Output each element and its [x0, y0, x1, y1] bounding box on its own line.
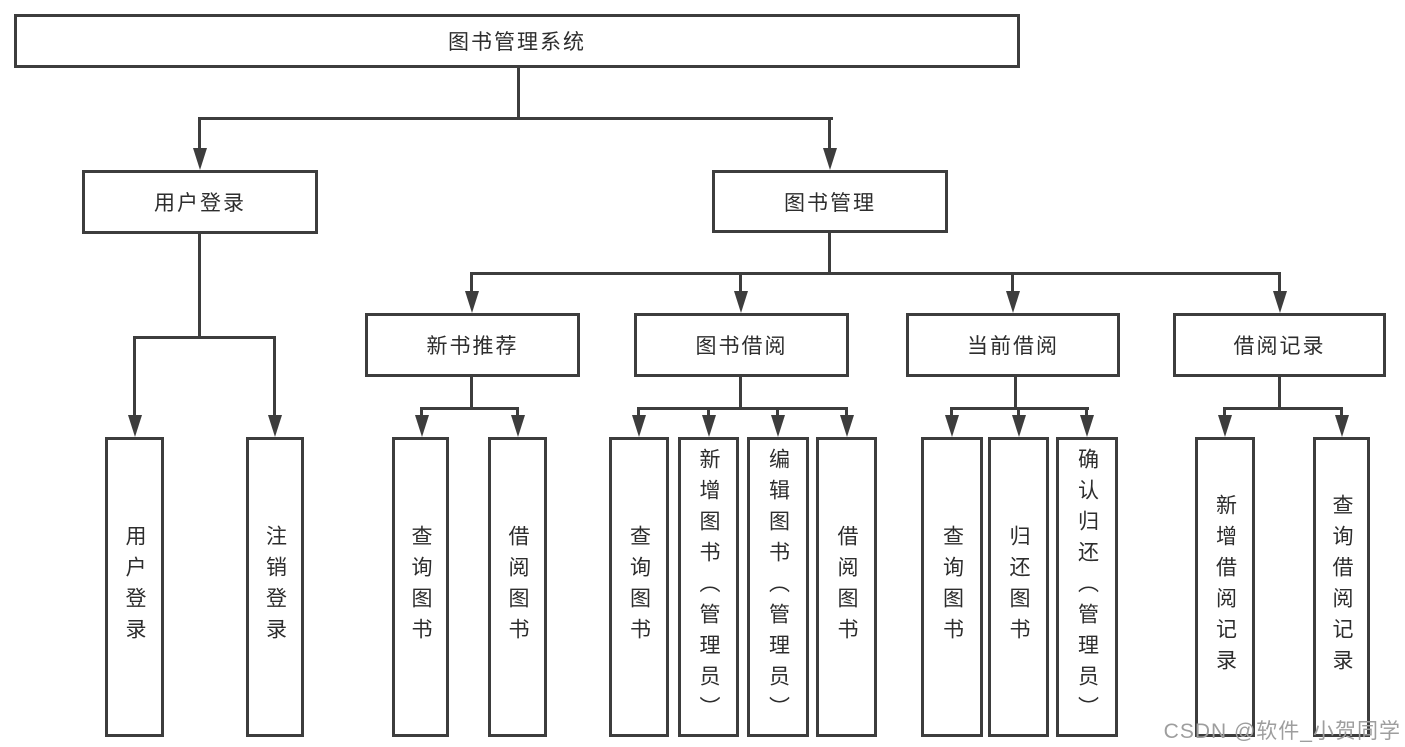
flow-arrow — [267, 336, 282, 437]
connector-line — [739, 377, 742, 410]
leaf-query-borrow-record: 查询借阅记录 — [1313, 437, 1370, 737]
node-book-borrowing: 图书借阅 — [634, 313, 849, 377]
connector-line — [828, 233, 831, 275]
connector-line — [1224, 407, 1343, 410]
flow-arrow — [839, 407, 854, 437]
leaf-add-books-admin: 新增图书（管理员） — [678, 437, 739, 737]
flow-arrow — [770, 407, 785, 437]
node-new-book-recommendation: 新书推荐 — [365, 313, 580, 377]
node-book-management: 图书管理 — [712, 170, 948, 233]
flow-arrow — [1011, 407, 1026, 437]
flow-arrow — [1334, 407, 1349, 437]
flow-arrow — [414, 407, 429, 437]
flow-arrow — [192, 117, 207, 170]
flow-arrow — [944, 407, 959, 437]
flow-arrow — [127, 336, 142, 437]
flow-arrow — [733, 272, 748, 313]
leaf-query-books-recommend: 查询图书 — [392, 437, 449, 737]
connector-line — [637, 407, 848, 410]
leaf-confirm-return-admin: 确认归还（管理员） — [1056, 437, 1118, 737]
node-borrowing-records: 借阅记录 — [1173, 313, 1386, 377]
flow-arrow — [510, 407, 525, 437]
leaf-return-books: 归还图书 — [988, 437, 1049, 737]
flow-arrow — [1005, 272, 1020, 313]
flow-arrow — [701, 407, 716, 437]
leaf-add-borrow-record: 新增借阅记录 — [1195, 437, 1255, 737]
leaf-edit-books-admin: 编辑图书（管理员） — [747, 437, 809, 737]
connector-line — [198, 234, 201, 339]
leaf-user-login: 用户登录 — [105, 437, 164, 737]
flow-arrow — [464, 272, 479, 313]
leaf-borrow-books: 借阅图书 — [816, 437, 877, 737]
flow-arrow — [1079, 407, 1094, 437]
connector-line — [420, 407, 519, 410]
connector-line — [133, 336, 276, 339]
node-user-login: 用户登录 — [82, 170, 318, 234]
connector-line — [517, 68, 520, 117]
node-library-system: 图书管理系统 — [14, 14, 1020, 68]
leaf-query-books-current: 查询图书 — [921, 437, 983, 737]
connector-line — [470, 377, 473, 410]
connector-line — [198, 117, 833, 120]
leaf-query-books-borrow: 查询图书 — [609, 437, 669, 737]
watermark: CSDN @软件_小贺同学 — [1163, 720, 1401, 743]
connector-line — [470, 272, 1280, 275]
leaf-borrow-books-recommend: 借阅图书 — [488, 437, 547, 737]
flow-arrow — [631, 407, 646, 437]
flow-arrow — [1272, 272, 1287, 313]
leaf-logout: 注销登录 — [246, 437, 304, 737]
flow-arrow — [1217, 407, 1232, 437]
connector-line — [1014, 377, 1017, 410]
connector-line — [1278, 377, 1281, 410]
node-current-borrowing: 当前借阅 — [906, 313, 1120, 377]
flow-arrow — [822, 117, 837, 170]
